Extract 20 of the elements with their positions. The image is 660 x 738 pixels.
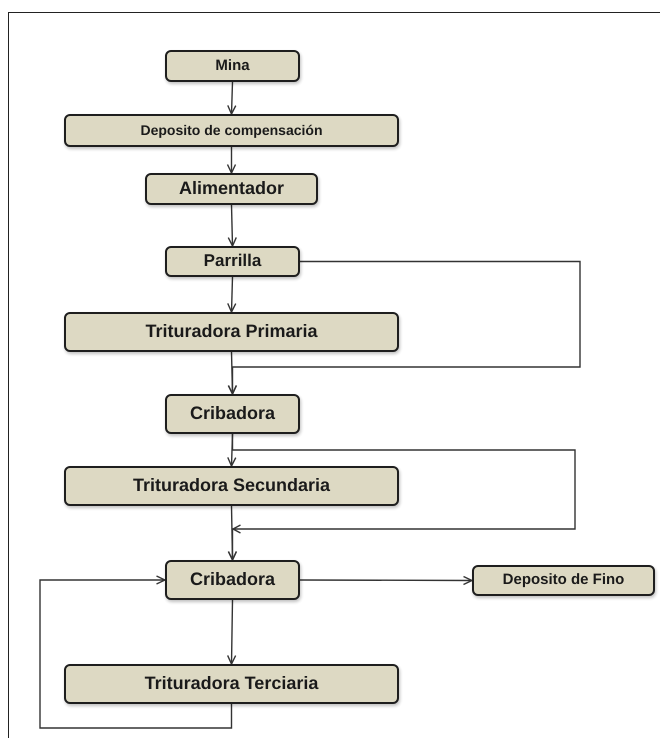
box-label: Deposito de Fino: [502, 572, 624, 589]
box-label: Parrilla: [204, 252, 262, 271]
box-label: Trituradora Primaria: [145, 322, 318, 342]
process-box: [64, 664, 399, 704]
box-label: Trituradora Secundaria: [132, 476, 330, 496]
box-label: Cribadora: [190, 570, 276, 590]
process-box: [165, 246, 300, 277]
box-label: Alimentador: [178, 179, 284, 199]
box-label: Cribadora: [190, 404, 276, 424]
process-box: [165, 50, 300, 82]
process-box: [64, 114, 399, 147]
process-box: [165, 394, 300, 434]
process-box: [64, 466, 399, 506]
process-box: [145, 173, 318, 205]
box-label: Trituradora Terciaria: [144, 674, 318, 694]
process-box: [64, 312, 399, 352]
box-label: Mina: [215, 58, 250, 74]
process-box: [165, 560, 300, 600]
box-label: Deposito de compensación: [140, 122, 323, 138]
process-box: [472, 565, 655, 596]
